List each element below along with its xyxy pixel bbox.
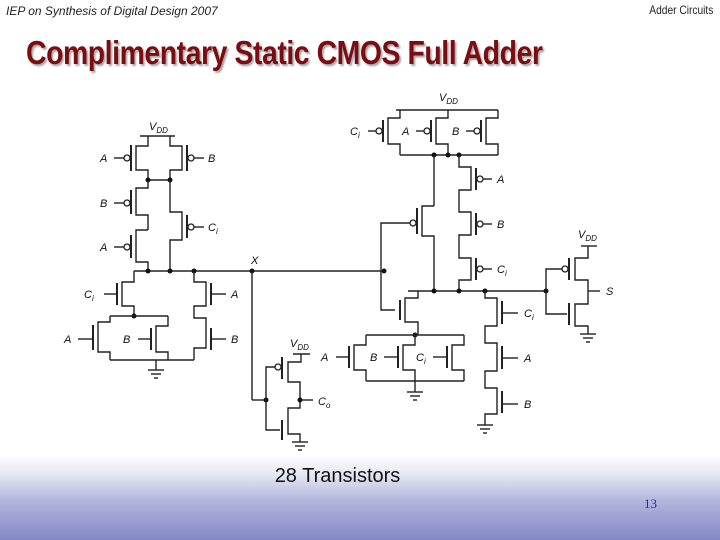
- carry-pulldown-network: Ci A B A B: [63, 271, 238, 379]
- svg-text:B: B: [231, 334, 238, 346]
- svg-text:A: A: [99, 242, 107, 254]
- carry-out-label: Co: [318, 396, 331, 410]
- sum-pullup-network: VDD Ci A B A B Ci: [350, 92, 507, 311]
- svg-text:A: A: [320, 352, 328, 364]
- sum-output-inverter: VDD S: [545, 229, 614, 343]
- svg-text:B: B: [208, 153, 215, 165]
- node-x-label: X: [250, 255, 259, 267]
- svg-text:A: A: [230, 289, 238, 301]
- svg-text:A: A: [63, 334, 71, 346]
- carry-pullup-network: VDD A B B A Ci: [99, 121, 218, 271]
- svg-text:A: A: [523, 353, 531, 365]
- vdd-label-1: VDD: [149, 121, 168, 135]
- svg-text:VDD: VDD: [578, 229, 597, 243]
- svg-text:B: B: [123, 334, 130, 346]
- svg-text:VDD: VDD: [439, 92, 458, 106]
- page-number: 13: [644, 496, 657, 511]
- svg-text:A: A: [99, 153, 107, 165]
- svg-text:A: A: [401, 126, 409, 138]
- full-adder-schematic: VDD A B B A Ci: [63, 92, 614, 451]
- sum-out-label: S: [606, 286, 614, 298]
- svg-text:B: B: [524, 399, 531, 411]
- sum-pulldown-network: A B Ci Ci A B: [320, 291, 534, 434]
- header-section-title: Adder Circuits: [648, 3, 713, 17]
- transistor-count-caption: 28 Transistors: [274, 465, 401, 487]
- slide-title: Complimentary Static CMOS Full Adder: [26, 34, 543, 71]
- svg-text:A: A: [496, 174, 504, 186]
- svg-text:B: B: [100, 198, 107, 210]
- carry-output-inverter: VDD Co: [251, 271, 331, 451]
- svg-text:Ci: Ci: [84, 289, 94, 303]
- svg-text:Ci: Ci: [208, 222, 218, 236]
- svg-text:Ci: Ci: [350, 126, 360, 140]
- svg-text:Ci: Ci: [524, 308, 534, 322]
- svg-text:B: B: [370, 352, 377, 364]
- svg-text:Ci: Ci: [497, 264, 507, 278]
- svg-text:B: B: [497, 219, 504, 231]
- svg-text:VDD: VDD: [290, 338, 309, 352]
- svg-text:Ci: Ci: [416, 352, 426, 366]
- header-course-title: IEP on Synthesis of Digital Design 2007: [6, 4, 218, 18]
- svg-text:B: B: [452, 126, 459, 138]
